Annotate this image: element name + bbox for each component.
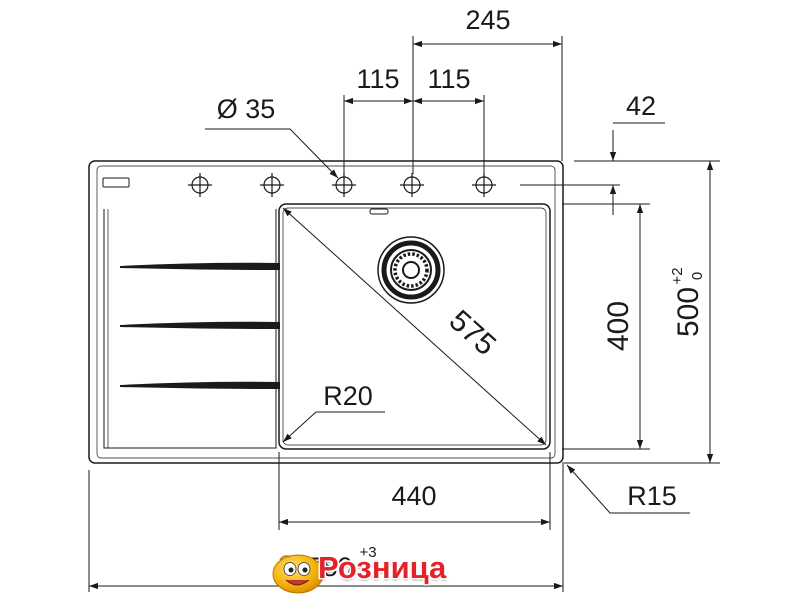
dim-575-line (282, 207, 547, 446)
brand-plate (102, 177, 130, 188)
sink-rim (96, 165, 556, 459)
dim-hole-leader (205, 128, 339, 179)
dim-500-tol-lower: 0 (689, 272, 706, 280)
tap-holes (188, 173, 496, 197)
tap-hole-4 (400, 173, 424, 197)
dim-42-label: 42 (626, 91, 656, 121)
bowl-outline (278, 203, 551, 450)
drainer-rib-1 (120, 262, 280, 270)
dim-440-label: 440 (391, 481, 436, 511)
dim-r20-label: R20 (323, 381, 373, 411)
dim-r20-leader (282, 411, 385, 443)
drainer-rib-2 (120, 321, 280, 329)
drain-strainer (377, 236, 445, 304)
tap-hole-3 (332, 173, 356, 197)
dim-400-label: 400 (602, 301, 635, 351)
dim-115-right-label: 115 (427, 64, 470, 94)
tap-hole-5 (472, 173, 496, 197)
dim-245-label: 245 (465, 5, 510, 35)
dimension-labels: 245 115 115 Ø 35 42 400 500 +2 0 575 R20… (217, 5, 706, 582)
dim-r15-label: R15 (627, 481, 677, 511)
dim-115-left-label: 115 (356, 64, 399, 94)
dim-780-tol: +3 (359, 544, 376, 561)
dim-500-label: 500 (672, 287, 705, 337)
drainer-area (103, 209, 280, 449)
dim-hole-diameter-label: Ø 35 (217, 94, 276, 124)
tap-hole-1 (188, 173, 212, 197)
tap-hole-2 (260, 173, 284, 197)
dim-500-label-group: 500 +2 0 (669, 267, 706, 337)
logo-text: Розница (318, 550, 447, 585)
sink-outline (88, 160, 564, 464)
overflow-slot (369, 208, 389, 215)
sink-outer-edge (88, 160, 564, 464)
dimension-lines (88, 36, 720, 592)
drainer-rib-3 (120, 381, 280, 389)
mascot-icon (272, 554, 324, 594)
dim-575-label: 575 (443, 304, 502, 362)
roznica-logo: Розница (268, 548, 530, 596)
dim-r15-leader (566, 464, 690, 514)
dim-500-tol-upper: +2 (669, 267, 686, 284)
